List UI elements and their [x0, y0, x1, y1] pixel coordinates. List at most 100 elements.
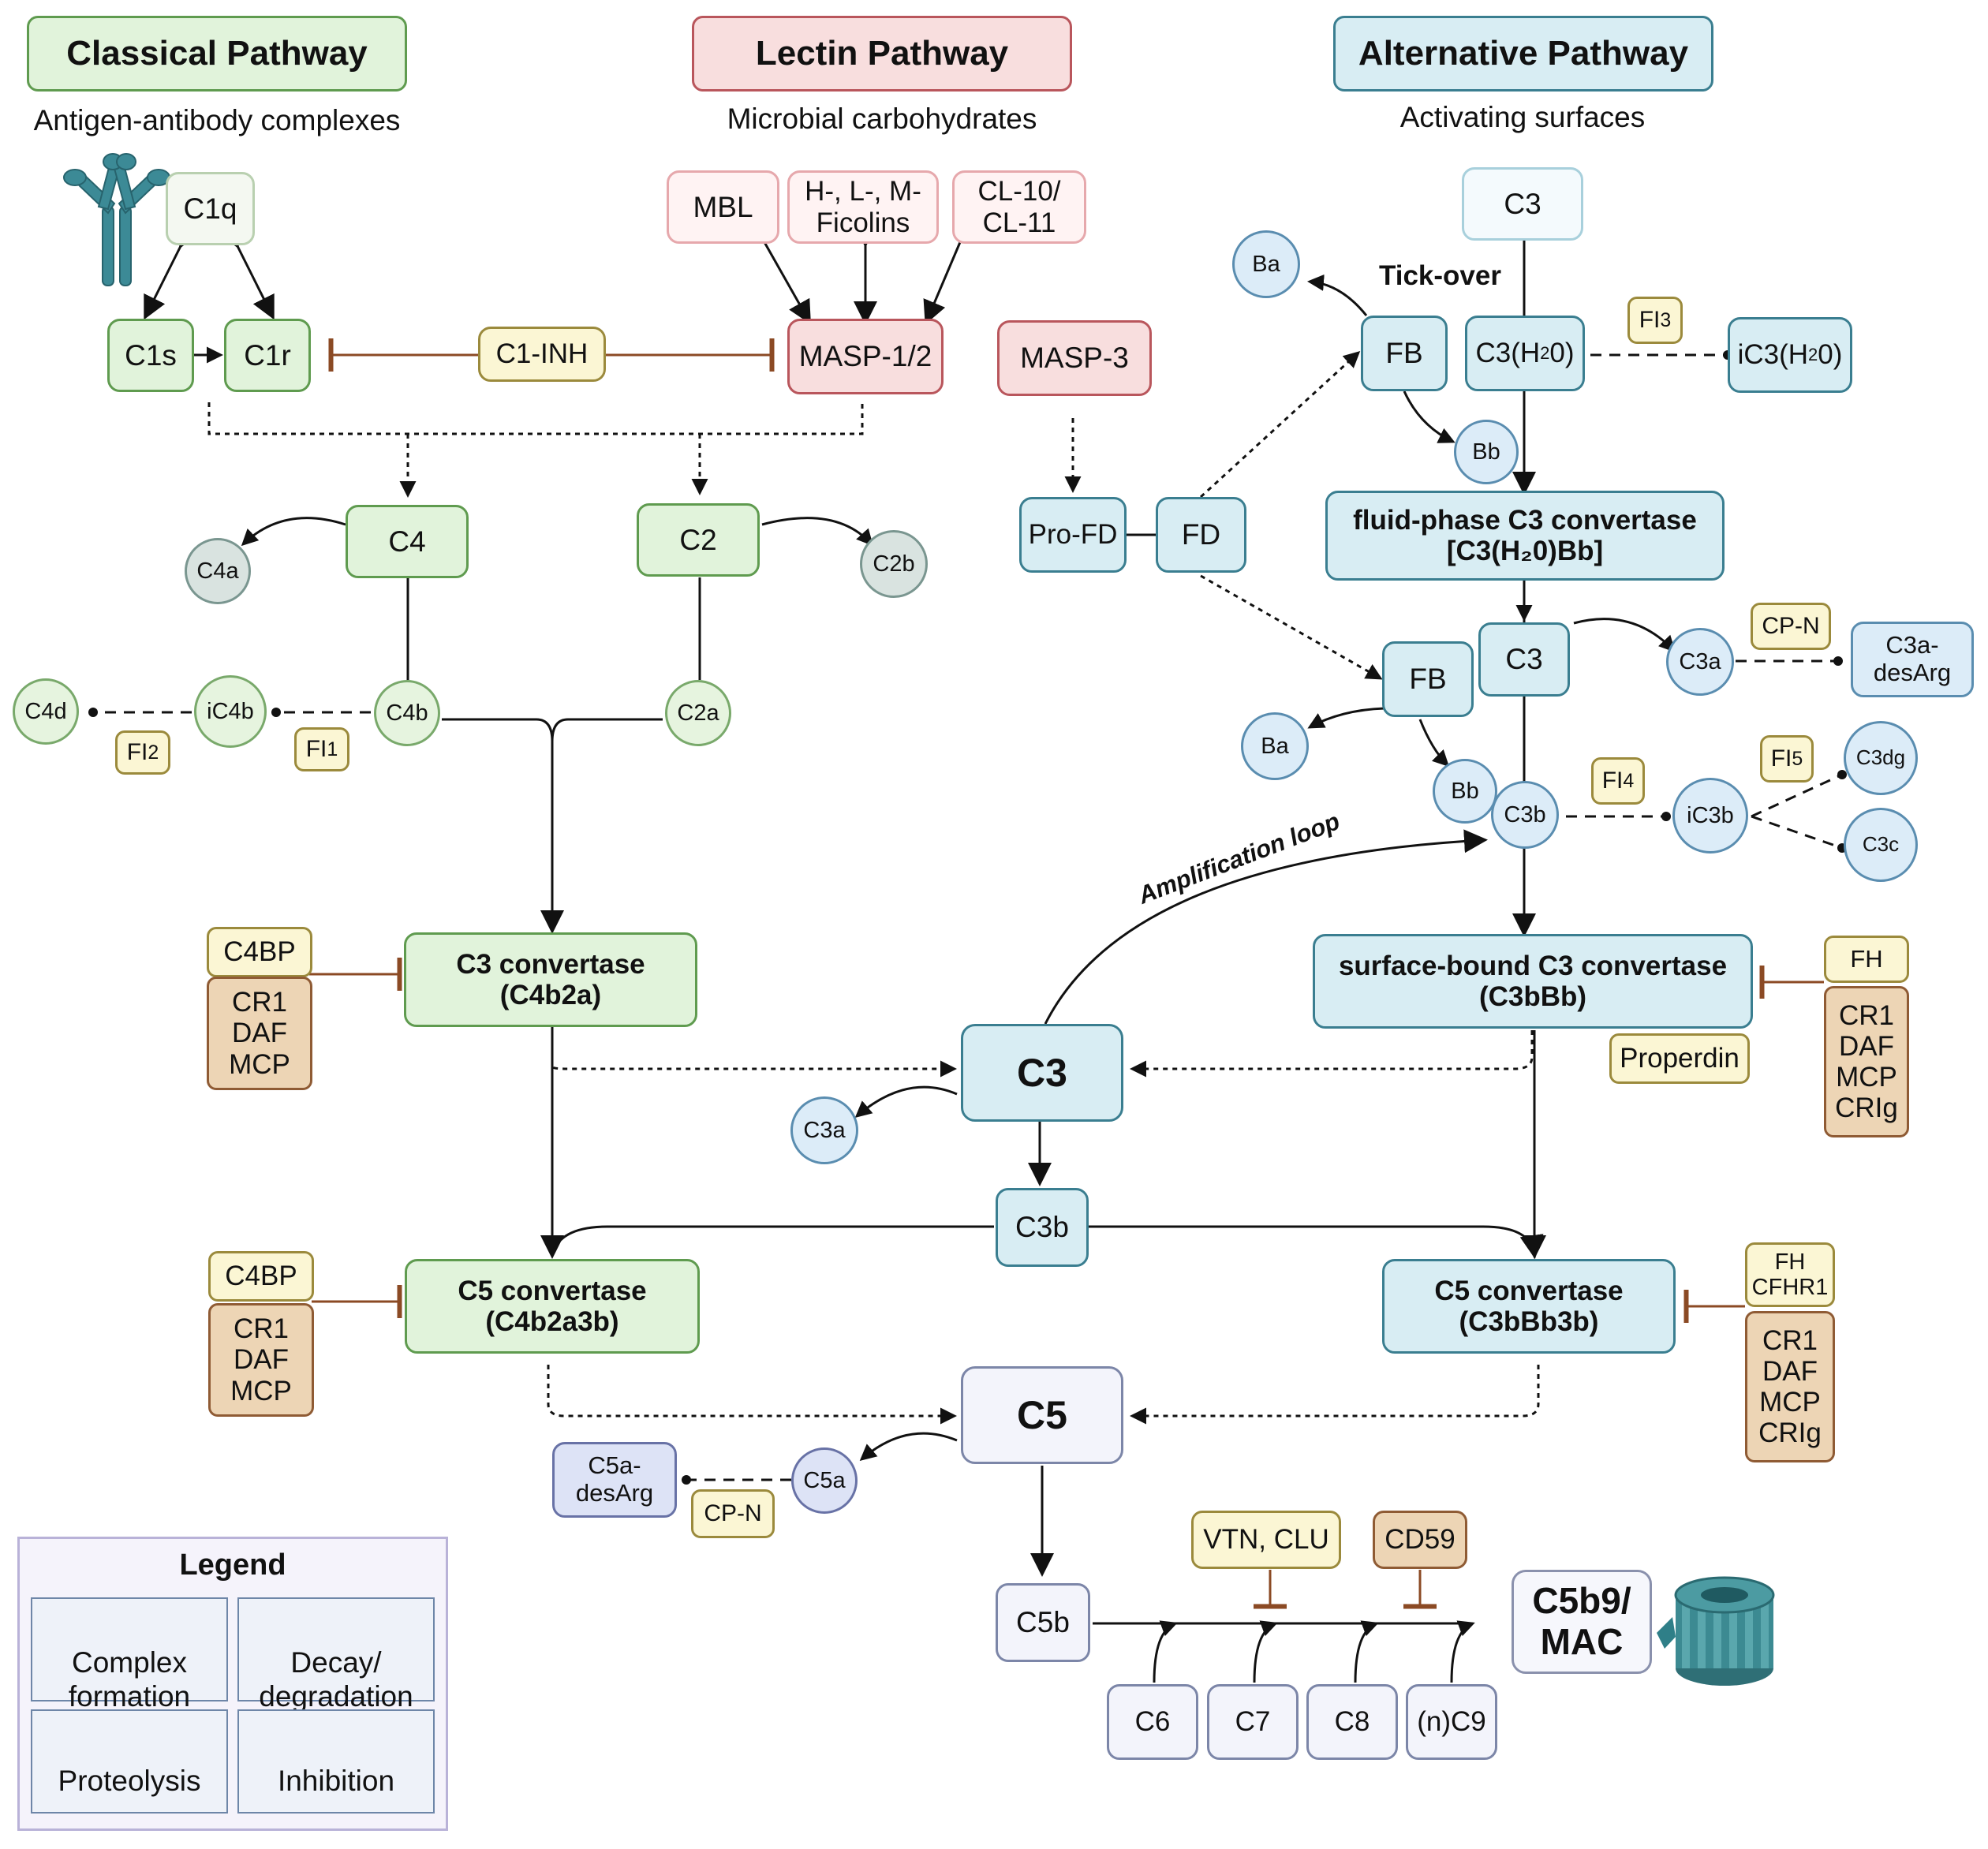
c5a-node: C5a [791, 1447, 858, 1514]
proteolysis-bracket [207, 402, 864, 435]
c7-node: C7 [1207, 1684, 1299, 1760]
c1q-c1s-link [144, 222, 201, 320]
ic3b-to-c3c [1751, 815, 1847, 853]
c5-to-c5a [859, 1432, 958, 1461]
c3-alt-node: C3 [1478, 622, 1570, 697]
legend-inhibition: Inhibition [237, 1709, 435, 1814]
alt-regulators-1: CR1 DAF MCP CRIg [1824, 986, 1909, 1137]
legend-decay: Decay/ degradation [237, 1597, 435, 1713]
fb-to-bb [1403, 390, 1456, 443]
c3dg-node: C3dg [1844, 721, 1918, 795]
cd59-node: CD59 [1373, 1511, 1467, 1569]
legend-proteolysis: Proteolysis [31, 1709, 228, 1814]
c5-node: C5 [961, 1366, 1123, 1464]
ic3b-node: iC3b [1672, 778, 1748, 854]
c3h2o-sub: 2 [1540, 342, 1550, 363]
bb-node-2: Bb [1433, 759, 1497, 824]
fi5-label: FI [1770, 745, 1792, 772]
alternative-trigger: Activating surfaces [1399, 101, 1646, 133]
c8-node: C8 [1306, 1684, 1398, 1760]
c1q-c1r-link [217, 222, 275, 320]
fb-to-ba [1307, 274, 1368, 316]
legend-complex-formation: Complex formation [31, 1597, 228, 1713]
c6-join [1153, 1620, 1178, 1683]
c9-node: (n)C9 [1406, 1684, 1497, 1760]
properdin-node: Properdin [1609, 1033, 1750, 1084]
fi2-sup: 2 [148, 741, 159, 764]
fh-cfhr1-node: FH CFHR1 [1745, 1242, 1835, 1307]
fh-node-1: FH [1824, 936, 1909, 983]
ba-node-1: Ba [1232, 230, 1300, 298]
fb2-to-bb2 [1418, 719, 1450, 768]
lectin-pathway-title: Lectin Pathway [692, 16, 1072, 92]
legend-title: Legend [179, 1548, 286, 1582]
c9-join [1450, 1620, 1475, 1683]
fi5-sup: 5 [1792, 748, 1803, 770]
ic3h2o-tail: 0) [1818, 339, 1843, 371]
cp-c5conv-to-c5 [547, 1365, 957, 1425]
ic3b-to-c3dg [1751, 770, 1847, 818]
fi2-label: FI [126, 739, 148, 766]
cl10-cl11-node: CL-10/ CL-11 [952, 170, 1086, 244]
c1r-node: C1r [224, 319, 311, 392]
ic4b-node: iC4b [194, 675, 267, 748]
mbl-masp-link [742, 214, 811, 325]
c3c-node: C3c [1844, 808, 1918, 882]
fi4-sup: 4 [1623, 770, 1635, 792]
alternative-pathway-title: Alternative Pathway [1333, 16, 1713, 92]
ic3h2o-sub: 2 [1808, 344, 1818, 364]
c4-node: C4 [346, 505, 469, 578]
c2a-node: C2a [665, 680, 731, 746]
c4d-node: C4d [13, 678, 79, 745]
classical-pathway-title: Classical Pathway [27, 16, 407, 92]
c7-join [1253, 1620, 1278, 1683]
ficolins-node: H-, L-, M- Ficolins [787, 170, 939, 244]
surface-conv-to-c3 [1130, 1030, 1534, 1078]
mac-node: C5b9/ MAC [1512, 1570, 1652, 1674]
c2-to-c2b [761, 517, 874, 547]
alt-regulators-2: CR1 DAF MCP CRIg [1745, 1311, 1835, 1462]
c3a-center-node: C3a [790, 1096, 858, 1164]
c1s-node: C1s [107, 319, 194, 392]
fi3-label: FI [1639, 307, 1661, 334]
c3b-alt-node: C3b [1491, 781, 1559, 849]
fi3-sup: 3 [1660, 309, 1672, 331]
c2b-node: C2b [860, 530, 928, 598]
c4a-node: C4a [185, 538, 251, 604]
c3b-to-cp-c5conv [551, 1225, 994, 1255]
cl-masp-link [923, 215, 981, 325]
c8-join [1354, 1620, 1379, 1683]
c3-source-node: C3 [1462, 167, 1583, 241]
c3-convertase-cp: C3 convertase (C4b2a) [404, 932, 697, 1027]
fb-node-1: FB [1361, 316, 1448, 391]
cp-n-node-1: CP-N [1751, 603, 1831, 650]
c1q-node: C1q [166, 172, 255, 245]
fd-to-fb1 [1199, 350, 1361, 499]
fd-to-fb2 [1200, 574, 1383, 680]
c4-to-c4a [241, 517, 346, 547]
pro-fd-node: Pro-FD [1019, 497, 1127, 573]
fi1-sup: 1 [327, 738, 338, 760]
c3a-alt-node: C3a [1666, 628, 1734, 696]
cp-regulators-2: CR1 DAF MCP [208, 1303, 314, 1417]
amplification-loop-curve [1044, 829, 1488, 1025]
fi1-label: FI [305, 736, 327, 763]
vtn-clu-node: VTN, CLU [1191, 1511, 1341, 1569]
fi4-label: FI [1601, 768, 1624, 794]
alt-c5conv-to-c5 [1130, 1365, 1540, 1425]
fb2-to-ba2 [1307, 707, 1385, 729]
c6-node: C6 [1107, 1684, 1198, 1760]
ic3h2o-text: iC3(H [1737, 339, 1809, 371]
c4bp-node-2: C4BP [208, 1251, 314, 1302]
c5-convertase-cp: C5 convertase (C4b2a3b) [405, 1259, 700, 1354]
c4bp-node-1: C4BP [207, 927, 312, 977]
